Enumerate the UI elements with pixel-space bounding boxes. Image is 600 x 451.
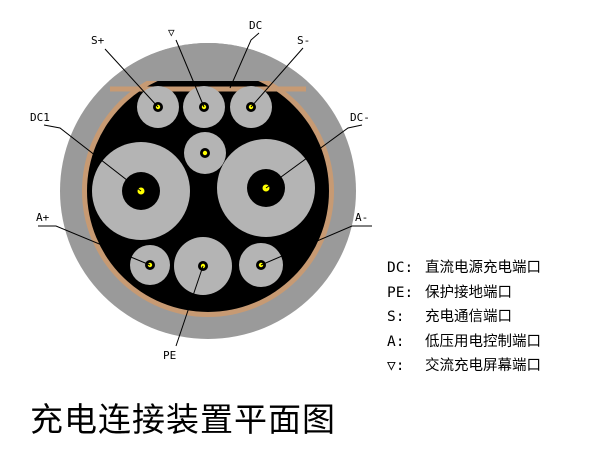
pin-label-s-plus: S+ [91, 34, 105, 47]
page-title: 充电连接装置平面图 [30, 400, 336, 439]
pin-label-triangle: ▽ [168, 26, 175, 39]
leader-pe [175, 265, 204, 347]
legend-item-s: S: 充电通信端口 [387, 305, 541, 330]
pin-label-pe: PE [163, 349, 176, 362]
port-legend: DC: 直流电源充电端口 PE: 保护接地端口 S: 充电通信端口 A: 低压用电控制端… [387, 256, 541, 379]
legend-desc: 直流电源充电端口 [425, 260, 541, 276]
leader-a-minus [260, 225, 372, 266]
pin-label-dc1: DC1 [30, 111, 50, 124]
pin-label-a-plus: A+ [36, 211, 50, 224]
leader-a-plus [38, 225, 151, 266]
leader-s-minus [250, 47, 304, 108]
legend-desc: 保护接地端口 [425, 284, 512, 301]
pin-label-dc-minus: DC- [350, 111, 370, 124]
pin-label-s-minus: S- [297, 34, 310, 47]
legend-item-pe: PE: 保护接地端口 [387, 281, 541, 306]
leader-dc-minus [265, 124, 363, 189]
legend-desc: 充电通信端口 [425, 309, 512, 325]
legend-item-a: A: 低压用电控制端口 [387, 330, 541, 355]
legend-desc: 交流充电屏幕端口 [425, 358, 541, 374]
pin-label-dc: DC [249, 19, 262, 32]
pin-group [92, 86, 315, 295]
leader-dc [229, 32, 260, 89]
leader-s-plus [104, 48, 159, 108]
legend-item-triangle: ▽: 交流充电屏幕端口 [387, 354, 541, 379]
legend-code: A: [387, 333, 405, 350]
legend-code: DC: [387, 260, 414, 276]
leader-lines [38, 32, 372, 347]
pin-cp-dot [202, 150, 208, 156]
legend-code: ▽: [387, 358, 405, 374]
leader-triangle [175, 39, 205, 108]
pin-dc-minus [217, 139, 315, 237]
pin-cp [184, 132, 226, 174]
legend-item-dc: DC: 直流电源充电端口 [387, 256, 541, 281]
connector-top-notch [60, 43, 356, 81]
legend-code: S: [387, 309, 405, 325]
legend-desc: 低压用电控制端口 [425, 333, 541, 350]
pin-label-a-minus: A- [355, 211, 368, 224]
leader-dc1 [43, 124, 142, 192]
legend-code: PE: [387, 284, 414, 301]
